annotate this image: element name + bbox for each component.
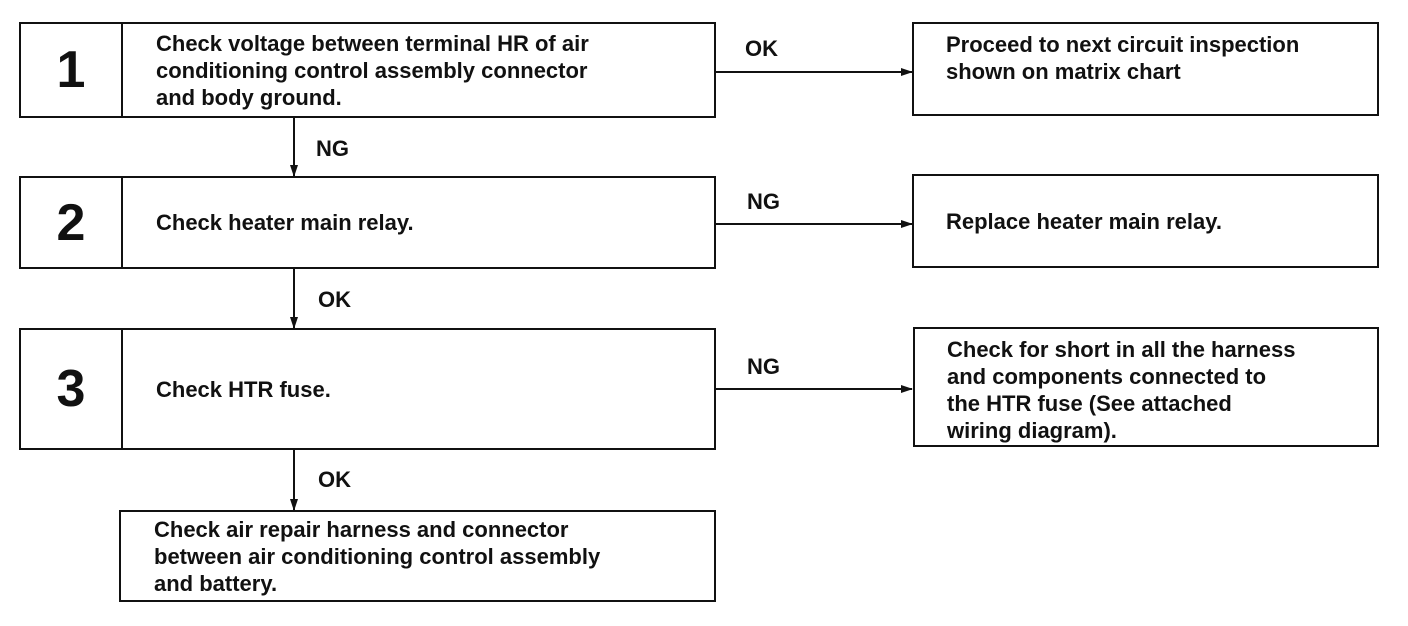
label-step3-ng: NG xyxy=(747,354,780,379)
step-2-box: 2 Check heater main relay. xyxy=(19,176,716,269)
step-2-text: Check heater main relay. xyxy=(156,210,414,235)
final-action-text: Check air repair harness and connector b… xyxy=(154,516,601,596)
label-step1-ng: NG xyxy=(316,136,349,161)
step-3-number: 3 xyxy=(21,330,123,448)
result-1-text: Proceed to next circuit inspection shown… xyxy=(946,32,1300,84)
step-3-text: Check HTR fuse. xyxy=(156,376,331,402)
label-step1-ok: OK xyxy=(745,36,778,61)
label-step2-ng: NG xyxy=(747,189,780,214)
label-step3-ok: OK xyxy=(318,467,351,492)
step-3-box: 3 Check HTR fuse. xyxy=(19,328,716,450)
step-1-text: Check voltage between terminal HR of air… xyxy=(156,30,589,110)
label-step2-ok: OK xyxy=(318,287,351,312)
result-1-box: Proceed to next circuit inspection shown… xyxy=(912,22,1379,116)
step-2-number: 2 xyxy=(21,178,123,267)
result-2-box: Replace heater main relay. xyxy=(912,174,1379,268)
step-1-box: 1 Check voltage between terminal HR of a… xyxy=(19,22,716,118)
step-1-number: 1 xyxy=(21,24,123,116)
final-action-box: Check air repair harness and connector b… xyxy=(119,510,716,602)
result-2-text: Replace heater main relay. xyxy=(946,208,1222,234)
result-3-text: Check for short in all the harness and c… xyxy=(947,337,1296,443)
result-3-box: Check for short in all the harness and c… xyxy=(913,327,1379,447)
